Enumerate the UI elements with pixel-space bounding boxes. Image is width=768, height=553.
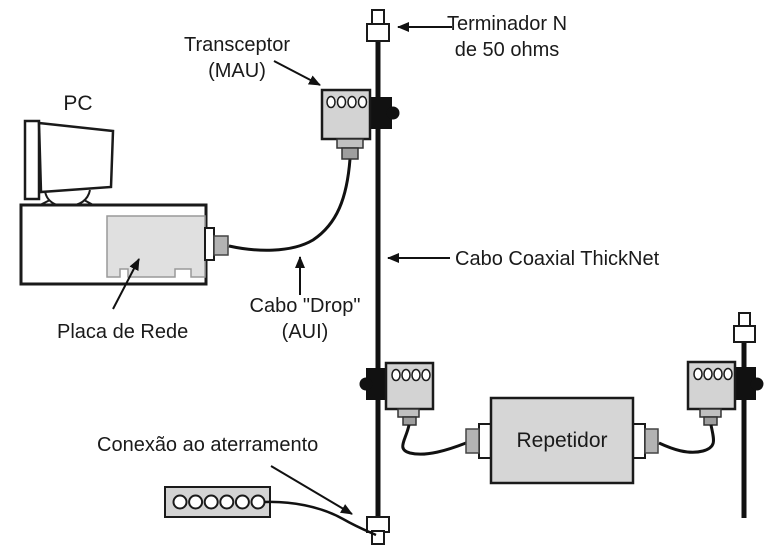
terminator-label: Terminador N de 50 ohms [446, 13, 568, 61]
terminator-right-icon [733, 312, 756, 343]
repeater-icon [465, 396, 659, 485]
repeater-cable-left [401, 424, 467, 456]
transceiver-label: Transceptor (MAU) [184, 34, 290, 82]
terminator-bottom-icon [366, 516, 390, 545]
pc-monitor [23, 119, 115, 208]
pc-label: PC [63, 92, 93, 115]
drop-cable [228, 158, 352, 252]
terminator-top-icon [366, 9, 390, 42]
arrow-network-card [112, 258, 140, 310]
transceiver-3-icon [686, 360, 764, 426]
aui-port [204, 227, 229, 261]
drop-cable-label: Cabo "Drop" (AUI) [249, 295, 361, 343]
repeater-label: Repetidor [516, 429, 608, 452]
network-card-icon [106, 215, 206, 278]
ground-connection-label: Conexão ao aterramento [97, 434, 319, 456]
network-card-label: Placa de Rede [57, 321, 189, 343]
arrow-ground [270, 465, 353, 515]
transceiver-2-icon [359, 361, 435, 426]
ground-wire [263, 500, 377, 537]
coax-cable-label: Cabo Coaxial ThickNet [455, 248, 660, 270]
transceiver-1-icon [320, 88, 400, 160]
ground-bar-icon [164, 486, 271, 518]
arrow-transceiver [273, 60, 321, 86]
repeater-cable-right [658, 424, 715, 454]
